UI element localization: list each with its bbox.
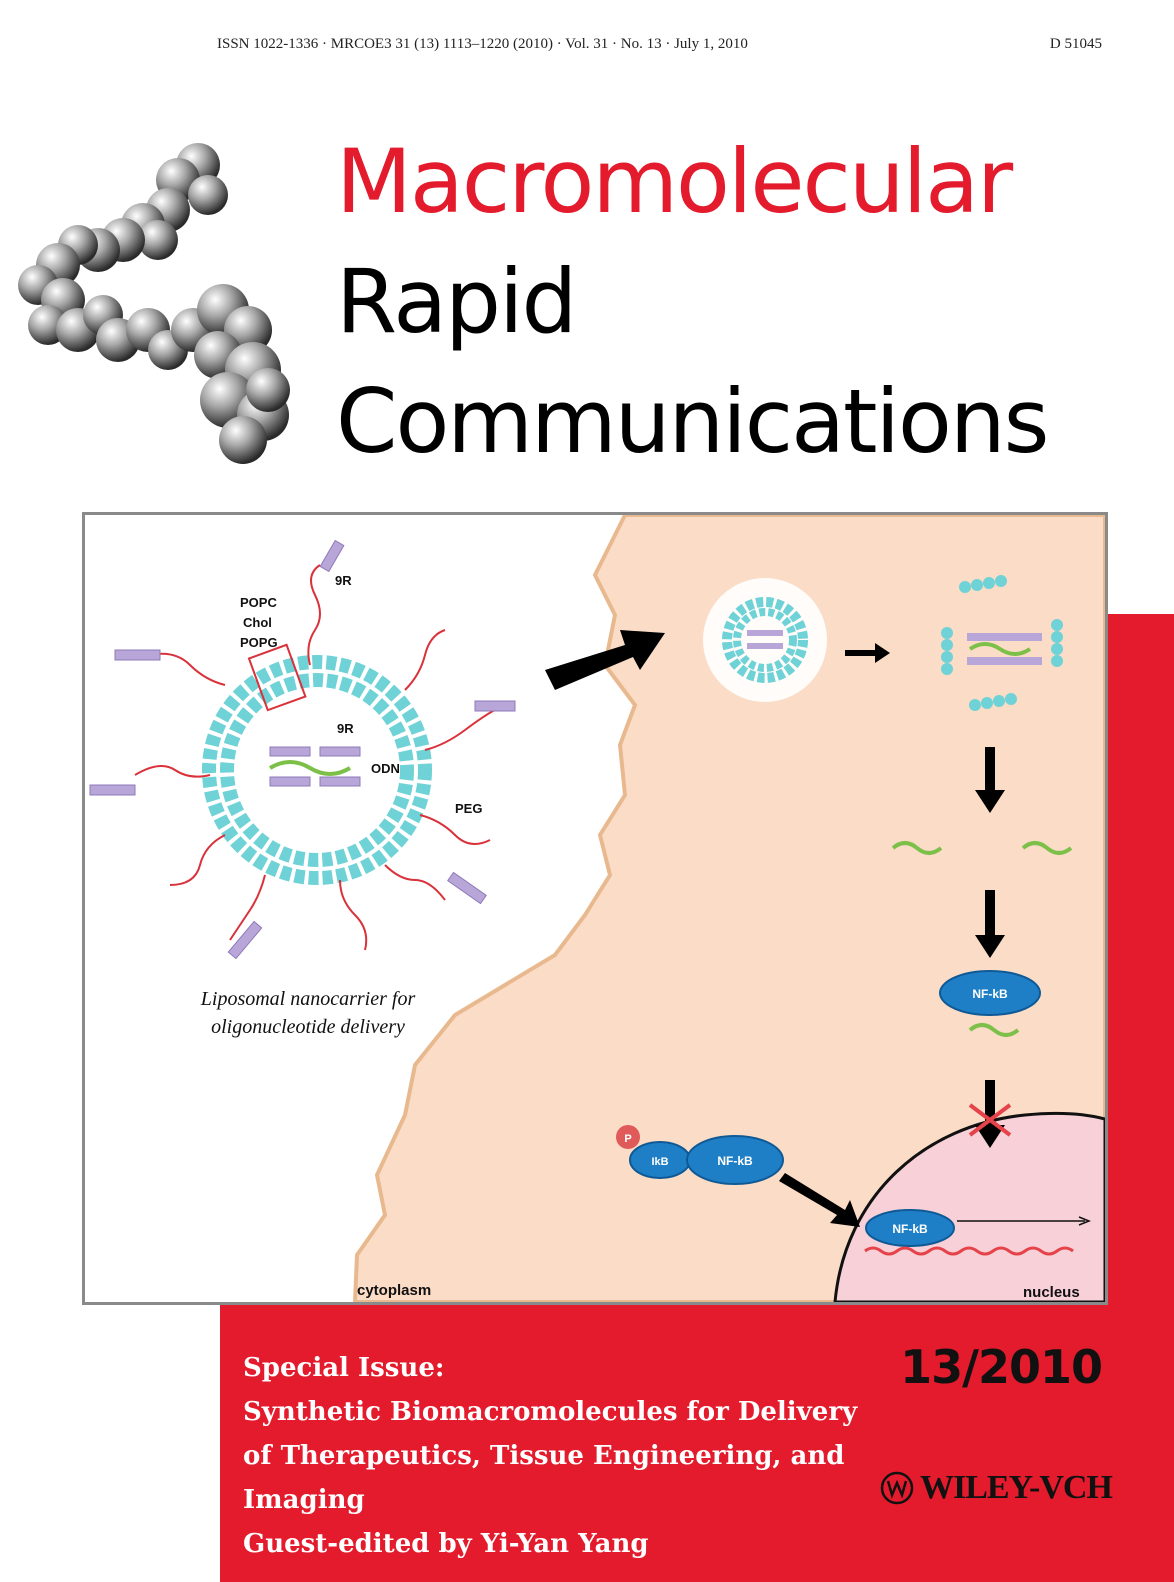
label-ikb: IkB — [651, 1156, 668, 1168]
journal-title-line2: Rapid — [336, 250, 577, 353]
journal-title-line3: Communications — [336, 370, 1049, 473]
molecule-illustration — [18, 143, 290, 464]
publisher-logo: WILEY-VCH — [880, 1468, 1113, 1508]
red-bottom-panel — [220, 1305, 1174, 1582]
journal-title-line1: Macromolecular — [336, 130, 1013, 233]
journal-code: D 51045 — [1049, 36, 1102, 52]
label-popc: POPC — [240, 595, 277, 610]
label-chol: Chol — [243, 615, 272, 630]
caption-line2: oligonucleotide delivery — [211, 1016, 405, 1038]
label-p: P — [624, 1133, 631, 1145]
liposome-diagram — [89, 539, 516, 960]
label-nucleus: nucleus — [1023, 1284, 1080, 1301]
publisher-name: WILEY-VCH — [920, 1469, 1113, 1506]
cover-figure: 9R POPC Chol POPG 9R ODN PEG — [82, 512, 1108, 1305]
label-9r-inner: 9R — [337, 721, 354, 736]
special-issue-heading: Special Issue: — [243, 1353, 445, 1383]
guest-editor: Guest-edited by Yi-Yan Yang — [243, 1529, 649, 1559]
label-cytoplasm: cytoplasm — [357, 1282, 431, 1299]
wiley-emblem-icon — [880, 1471, 914, 1505]
figure-caption: Liposomal nanocarrier for oligonucleotid… — [193, 985, 423, 1041]
caption-line1: Liposomal nanocarrier for — [200, 988, 416, 1010]
label-9r-top: 9R — [335, 573, 352, 588]
label-nfkb-3: NF-kB — [892, 1222, 928, 1236]
special-issue-line1: Synthetic Biomacromolecules for Delivery — [243, 1397, 858, 1427]
label-popg: POPG — [240, 635, 278, 650]
cytoplasm-region — [352, 515, 1105, 1302]
label-nfkb-2: NF-kB — [717, 1154, 753, 1168]
label-odn: ODN — [371, 761, 400, 776]
label-peg: PEG — [455, 801, 482, 816]
issue-number: 13/2010 — [900, 1340, 1103, 1394]
arrow-icon — [545, 630, 665, 690]
special-issue-line2: of Therapeutics, Tissue Engineering, and — [243, 1441, 845, 1471]
special-issue-block: Special Issue: Synthetic Biomacromolecul… — [243, 1346, 883, 1566]
special-issue-line3: Imaging — [243, 1485, 365, 1515]
issn-line: ISSN 1022-1336 · MRCOE3 31 (13) 1113–122… — [217, 36, 748, 52]
label-nfkb-1: NF-kB — [972, 987, 1008, 1001]
